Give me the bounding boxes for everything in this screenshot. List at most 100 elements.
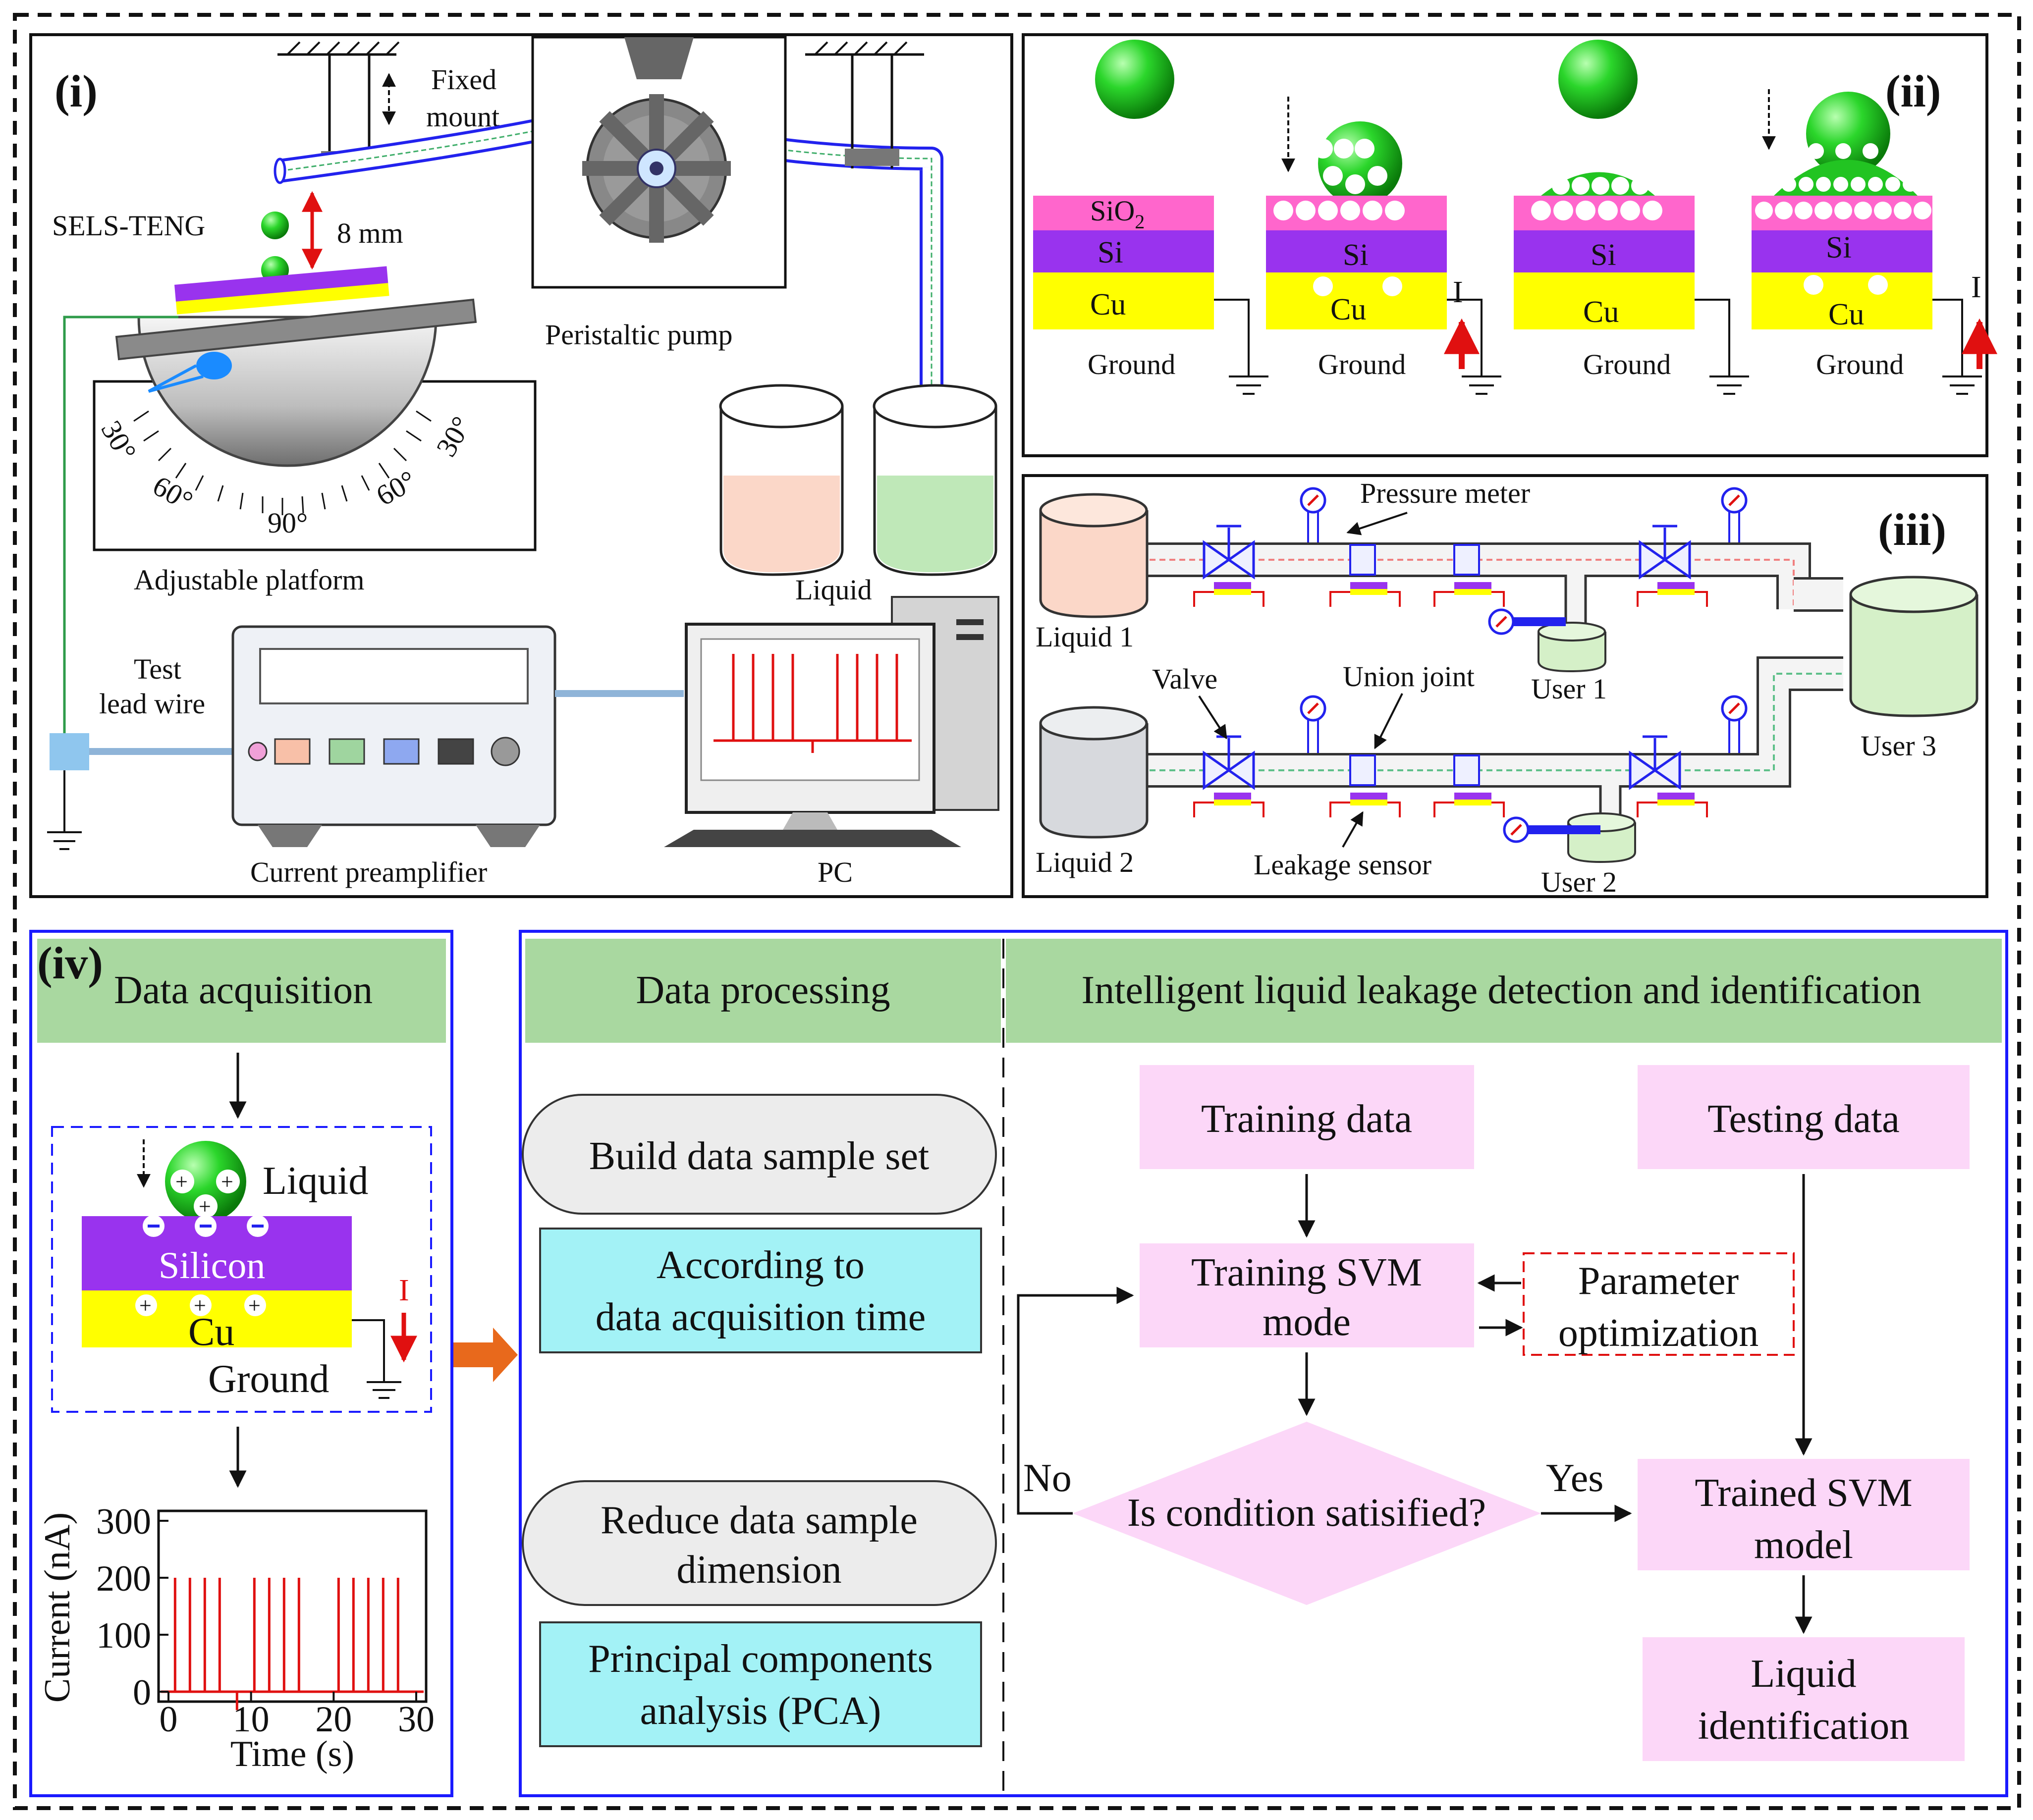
current-label-ii-2: I xyxy=(1971,270,1981,304)
iv-current-label: I xyxy=(399,1274,409,1307)
testing-data-box xyxy=(1638,1065,1970,1169)
build-set-box xyxy=(522,1094,997,1215)
acq-time-box xyxy=(539,1228,982,1353)
cu-label-2: Cu xyxy=(1330,293,1366,326)
svg-text:+: + xyxy=(194,1293,206,1318)
acq-time-text-1: According to xyxy=(657,1243,865,1287)
current-label-ii-1: I xyxy=(1453,275,1463,309)
liquid-label: Liquid xyxy=(795,574,872,606)
fixed-mount-label-2: mount xyxy=(426,101,499,133)
panel-iii-label: (iii) xyxy=(1878,504,1946,555)
reduce-text-2: dimension xyxy=(676,1548,841,1592)
param-opt-text-2: optimization xyxy=(1558,1311,1758,1355)
cu-label-3: Cu xyxy=(1583,295,1619,329)
chart-ylabel: Current (nA) xyxy=(37,1512,78,1703)
chart-xtick-label-4: 30 xyxy=(398,1699,435,1740)
testing-data-text: Testing data xyxy=(1707,1097,1900,1141)
outer-frame xyxy=(13,13,2021,1810)
cu-label-1: Cu xyxy=(1090,288,1126,321)
no-label: No xyxy=(1023,1456,1072,1500)
panel-iv-acquisition: (iv) Data acquisition + + + Liquid Silic… xyxy=(29,930,453,1797)
sio2-label-1: SiO2 xyxy=(1090,195,1145,233)
ground-label-2: Ground xyxy=(1318,348,1406,380)
liquid-id-box xyxy=(1643,1637,1965,1761)
chart-plot-area xyxy=(157,1509,428,1703)
si-label-4: Si xyxy=(1826,231,1852,265)
valve-label: Valve xyxy=(1152,663,1217,695)
silicon-label: Silicon xyxy=(159,1245,265,1286)
training-svm-text-1: Training SVM xyxy=(1191,1251,1422,1294)
training-svm-text-2: mode xyxy=(1263,1300,1351,1344)
union-joint-label: Union joint xyxy=(1343,660,1475,693)
si-label-1: Si xyxy=(1098,236,1123,269)
user-3-label: User 3 xyxy=(1861,730,1936,762)
condition-diamond xyxy=(1073,1422,1541,1605)
svg-text:+: + xyxy=(248,1293,261,1318)
panel-iv-label: (iv) xyxy=(37,938,103,988)
panel-i-label: (i) xyxy=(55,66,98,116)
chart-ytick-label-1: 0 xyxy=(133,1672,151,1713)
chart-xlabel: Time (s) xyxy=(230,1734,354,1774)
fixed-mount-label-1: Fixed xyxy=(431,63,496,96)
droplet-1 xyxy=(261,212,289,239)
liquid-id-text-2: identification xyxy=(1698,1704,1910,1748)
current-preamplifier xyxy=(231,625,556,847)
chart-ytick-label-2: 100 xyxy=(96,1615,151,1656)
param-opt-text-1: Parameter xyxy=(1578,1259,1739,1303)
si-label-2: Si xyxy=(1343,238,1369,272)
iv-cu-label: Cu xyxy=(188,1310,234,1354)
liquid-2-label: Liquid 2 xyxy=(1036,846,1134,878)
iv-ground-label: Ground xyxy=(208,1357,329,1401)
pc xyxy=(664,596,999,847)
flow-arrow xyxy=(453,1328,518,1382)
angle-90: 90° xyxy=(268,507,308,539)
reduce-box xyxy=(522,1480,997,1606)
preamp-label: Current preamplifier xyxy=(250,856,487,888)
liquid-1-label: Liquid 1 xyxy=(1036,621,1134,653)
trained-svm-box xyxy=(1638,1459,1970,1570)
ground-label-1: Ground xyxy=(1088,348,1175,380)
pressure-meter-label: Pressure meter xyxy=(1360,477,1530,509)
panel-ii-label: (ii) xyxy=(1885,66,1941,116)
data-acquisition-header: Data acquisition xyxy=(114,968,373,1012)
liquid-id-text-1: Liquid xyxy=(1751,1652,1856,1696)
param-opt-box xyxy=(1523,1252,1795,1356)
sels-teng-label: SELS-TENG xyxy=(52,210,205,242)
trained-svm-text-1: Trained SVM xyxy=(1695,1471,1912,1515)
chart-ytick-label-4: 300 xyxy=(96,1501,151,1542)
acq-time-text-2: data acquisition time xyxy=(596,1295,926,1339)
ground-label-3: Ground xyxy=(1583,348,1671,380)
si-label-3: Si xyxy=(1591,238,1616,272)
distance-label: 8 mm xyxy=(337,217,403,249)
reduce-text-1: Reduce data sample xyxy=(601,1499,918,1542)
training-svm-box xyxy=(1140,1243,1474,1347)
condition-text: Is condition satisified? xyxy=(1127,1491,1486,1535)
user-2-label: User 2 xyxy=(1541,866,1617,898)
test-wire-label-2: lead wire xyxy=(99,688,205,720)
data-processing-header: Data processing xyxy=(636,968,890,1012)
pca-text-1: Principal components xyxy=(588,1637,933,1681)
cu-label-4: Cu xyxy=(1828,298,1864,331)
chart-xtick-label-1: 0 xyxy=(160,1699,178,1740)
yes-label: Yes xyxy=(1546,1456,1603,1500)
svg-text:+: + xyxy=(139,1293,152,1318)
panel-i: (i) Fixed mount Peristaltic pump xyxy=(29,33,1013,898)
panel-iv-processing: Data processing Intelligent liquid leaka… xyxy=(519,930,2008,1797)
ground-label-4: Ground xyxy=(1816,348,1904,380)
training-data-box xyxy=(1140,1065,1474,1169)
angle-scale xyxy=(133,410,432,515)
leakage-sensors xyxy=(1193,582,1708,817)
pca-box xyxy=(539,1621,982,1747)
training-data-text: Training data xyxy=(1201,1097,1412,1141)
pca-text-2: analysis (PCA) xyxy=(640,1689,881,1733)
chart-xtick-label-3: 20 xyxy=(315,1699,352,1740)
pump-label: Peristaltic pump xyxy=(545,319,733,351)
svg-text:+: + xyxy=(175,1170,188,1194)
pc-label: PC xyxy=(818,856,853,888)
test-wire-label-1: Test xyxy=(134,653,181,685)
svg-text:+: + xyxy=(221,1170,233,1194)
trained-svm-text-2: model xyxy=(1754,1523,1853,1567)
panel-ii: (ii) SiO2 Si Cu Ground Si Cu xyxy=(1022,33,1997,457)
